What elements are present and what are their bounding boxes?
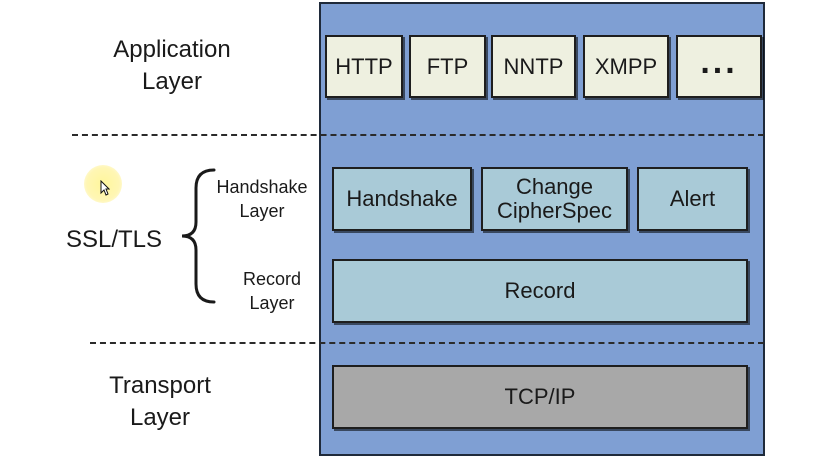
protocol-alert: Alert: [637, 167, 748, 231]
protocol-xmpp: XMPP: [583, 35, 669, 98]
protocol-record: Record: [332, 259, 748, 323]
pointer-cursor-icon: [100, 180, 110, 196]
protocol-handshake: Handshake: [332, 167, 472, 231]
protocol-more-ellipsis: ...: [676, 35, 762, 98]
change-cipher-spec-line2: CipherSpec: [497, 198, 612, 223]
change-cipher-spec-line1: Change: [515, 174, 594, 199]
application-layer-label-line2: Layer: [141, 68, 203, 95]
handshake-layer-label: Handshake Layer: [206, 175, 318, 223]
record-layer-label-line1: Record: [242, 269, 302, 289]
protocol-tcp-ip: TCP/IP: [332, 365, 748, 429]
protocol-ftp: FTP: [409, 35, 486, 98]
protocol-nntp: NNTP: [491, 35, 576, 98]
curly-brace-icon: [181, 168, 216, 304]
record-layer-label-line2: Layer: [249, 293, 295, 313]
handshake-layer-label-line2: Layer: [239, 201, 285, 221]
divider-ssl-transport: [90, 342, 764, 344]
transport-layer-label-line1: Transport: [109, 372, 211, 399]
ssl-tls-label: SSL/TLS: [65, 226, 163, 253]
record-layer-label: Record Layer: [222, 267, 322, 315]
application-layer-label: Application Layer: [92, 34, 252, 98]
protocol-change-cipher-spec: Change CipherSpec: [481, 167, 628, 231]
transport-layer-label: Transport Layer: [80, 370, 240, 434]
protocol-http: HTTP: [325, 35, 403, 98]
transport-layer-label-line2: Layer: [129, 404, 191, 431]
application-layer-label-line1: Application: [113, 36, 231, 63]
divider-application-ssl: [72, 134, 764, 136]
handshake-layer-label-line1: Handshake: [216, 177, 308, 197]
